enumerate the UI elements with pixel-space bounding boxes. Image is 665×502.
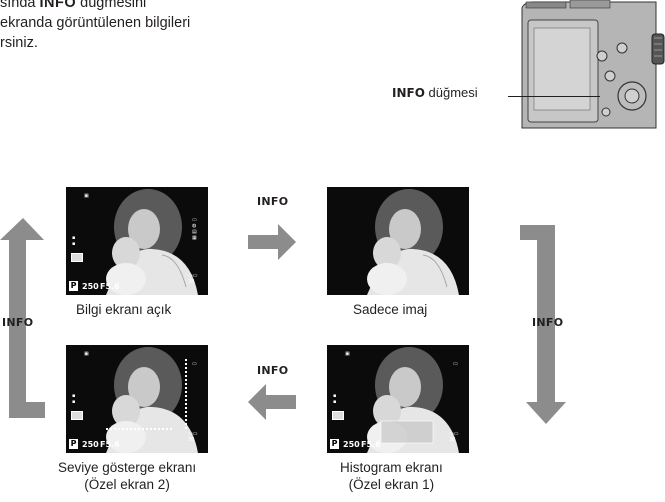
osd-right-column: ▭ <box>192 361 197 367</box>
aperture: F5.6 <box>100 282 120 291</box>
aperture: F5.6 <box>361 440 381 449</box>
osd-icon-top-left: ▣ <box>345 351 350 357</box>
intro-line-1: sında INFO düğmesini <box>0 0 147 11</box>
intro-paragraph: sında INFO düğmesini ekranda görüntülene… <box>0 0 300 53</box>
osd-left-column: ▪▪ <box>333 393 337 405</box>
histogram-graph <box>380 420 434 444</box>
caption-histogram-line-1: Histogram ekranı <box>340 460 443 475</box>
drive-mode-icon <box>71 253 83 262</box>
info-label-top: INFO <box>257 195 289 208</box>
aperture: F5.6 <box>100 440 120 449</box>
caption-info-on: Bilgi ekranı açık <box>76 302 172 317</box>
mode-indicator: P <box>69 439 78 449</box>
drive-mode-icon <box>332 411 344 420</box>
portrait-photo <box>66 187 208 295</box>
info-label-right: INFO <box>532 316 564 329</box>
info-label-left: INFO <box>2 316 34 329</box>
caption-image-only: Sadece imaj <box>353 302 428 317</box>
osd-bottom-right: ▭▭38 <box>449 431 459 443</box>
screen-image-only <box>327 187 469 295</box>
caption-histogram: Histogram ekranı (Özel ekran 1) <box>340 459 443 493</box>
osd-bottom-right: ▭▭38 <box>188 273 198 285</box>
info-button-leader-line <box>508 96 600 97</box>
screen-info-on: ▣ ▭◍▤▦ ▪▪ P 250 F5.6 ▭▭38 <box>66 187 208 295</box>
osd-icon-top-left: ▣ <box>84 351 89 357</box>
osd-left-column: ▪▪ <box>72 235 76 247</box>
portrait-photo <box>327 345 469 453</box>
osd-right-column: ▭◍▤▦ <box>192 217 197 241</box>
osd-left-column: ▪▪ <box>72 393 76 405</box>
arrow-down-right <box>520 225 566 424</box>
arrow-up-left <box>0 218 45 418</box>
osd-icon-top-left: ▣ <box>84 193 89 199</box>
shutter-speed: 250 <box>343 440 360 449</box>
caption-histogram-line-2: (Özel ekran 1) <box>348 477 435 492</box>
arrow-left-bottom <box>248 384 296 420</box>
screen-level-gauge: ▣ ▭ ▪▪ P 250 F5.6 ▭▭38 <box>66 345 208 453</box>
intro-line-2: ekranda görüntülenen bilgileri <box>0 15 191 31</box>
shutter-speed: 250 <box>82 282 99 291</box>
mode-indicator: P <box>69 281 78 291</box>
info-label-bottom: INFO <box>257 364 289 377</box>
info-button-label: INFO düğmesi <box>392 85 478 100</box>
caption-level-line-1: Seviye gösterge ekranı <box>58 460 197 475</box>
portrait-photo <box>327 187 469 295</box>
mode-indicator: P <box>330 439 339 449</box>
drive-mode-icon <box>71 411 83 420</box>
intro-line-3: rsiniz. <box>0 35 38 51</box>
osd-bottom-right: ▭▭38 <box>188 431 198 443</box>
portrait-photo <box>66 345 208 453</box>
caption-level-line-2: (Özel ekran 2) <box>84 477 170 492</box>
caption-level-gauge: Seviye gösterge ekranı (Özel ekran 2) <box>58 459 196 493</box>
osd-right-column: ▭ <box>453 361 458 367</box>
arrow-right-top <box>248 224 296 260</box>
screen-histogram: ▣ ▭ ▪▪ P 250 F5.6 ▭▭38 <box>327 345 469 453</box>
shutter-speed: 250 <box>82 440 99 449</box>
